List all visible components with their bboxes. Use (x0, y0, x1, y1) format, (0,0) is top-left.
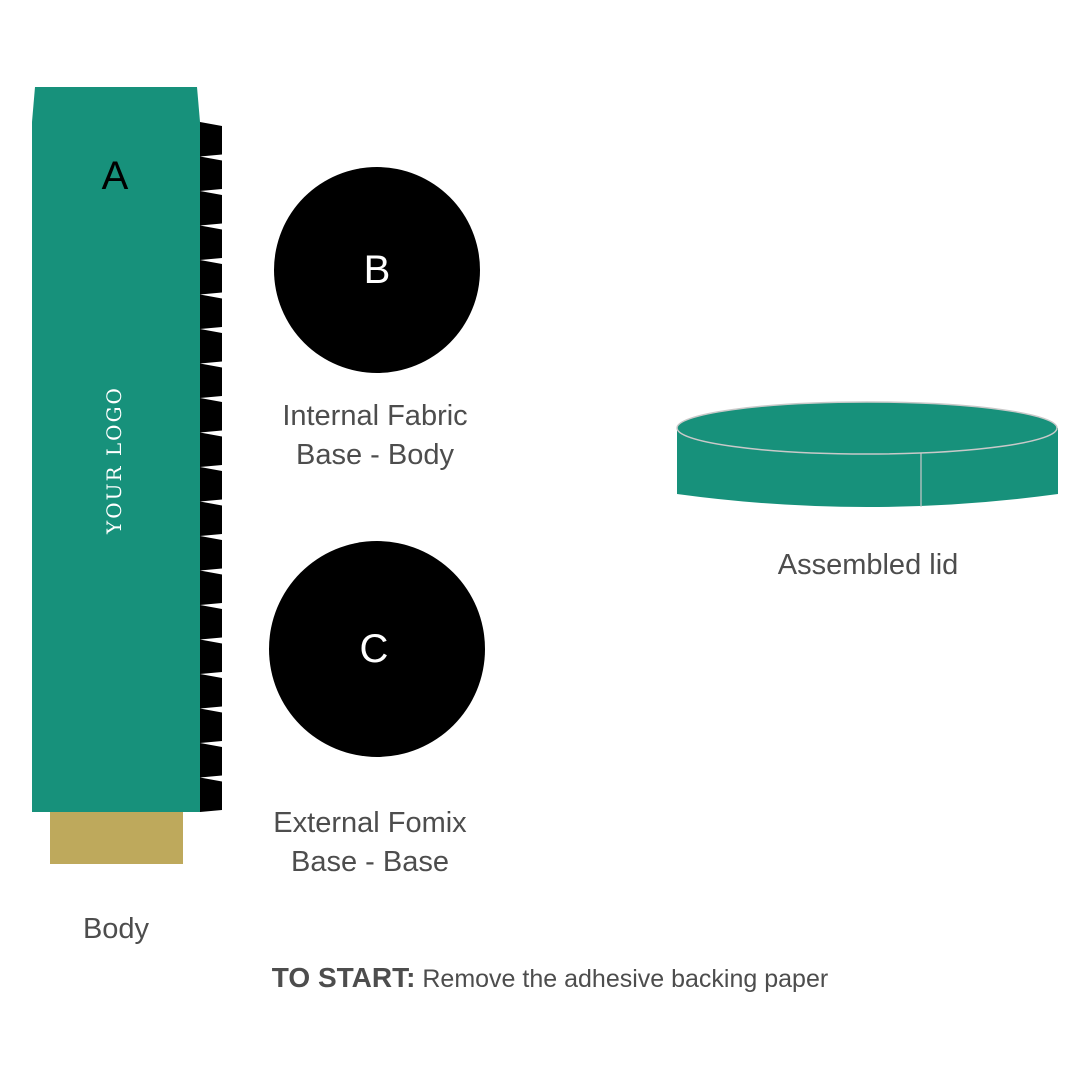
letter-b: B (363, 248, 391, 292)
glue-tooth (200, 398, 222, 433)
letter-c: C (359, 627, 389, 671)
glue-tooth (200, 122, 222, 157)
circle-c (269, 541, 485, 757)
piece-c-label-line2: Base - Base (291, 846, 449, 878)
glue-tooth (200, 570, 222, 605)
piece-b-label-line2: Base - Body (296, 439, 454, 471)
glue-tooth (200, 639, 222, 674)
glue-tooth (200, 605, 222, 640)
circle-b (274, 167, 480, 373)
glue-tooth (200, 294, 222, 329)
glue-tooth (200, 191, 222, 226)
glue-tooth (200, 432, 222, 467)
instruction: TO START: Remove the adhesive backing pa… (0, 958, 1080, 999)
glue-tooth (200, 225, 222, 260)
glue-tooth (200, 708, 222, 743)
glue-teeth (200, 122, 222, 812)
assembled-lid (676, 401, 1058, 507)
glue-tooth (200, 674, 222, 709)
glue-tooth (200, 363, 222, 398)
glue-tooth (200, 743, 222, 778)
glue-tooth (200, 777, 222, 812)
piece-c-label-line1: External Fomix (273, 807, 467, 839)
piece-b-label-line1: Internal Fabric (282, 400, 468, 432)
lid-label: Assembled lid (777, 549, 959, 581)
glue-tooth (200, 260, 222, 295)
instruction-text: Remove the adhesive backing paper (415, 965, 829, 993)
logo-text: YOUR LOGO (102, 386, 126, 534)
instruction-bold: TO START: (271, 962, 416, 993)
glue-tooth (200, 467, 222, 502)
body-strip (32, 87, 200, 812)
glue-tooth (200, 501, 222, 536)
adhesive-tab (50, 812, 183, 864)
body-label: Body (82, 913, 150, 945)
piece-b-label: Internal Fabric Base - Body (250, 397, 500, 475)
glue-tooth (200, 156, 222, 191)
piece-c-label: External Fomix Base - Base (245, 804, 495, 882)
glue-tooth (200, 536, 222, 571)
letter-a: A (101, 154, 129, 198)
glue-tooth (200, 329, 222, 364)
